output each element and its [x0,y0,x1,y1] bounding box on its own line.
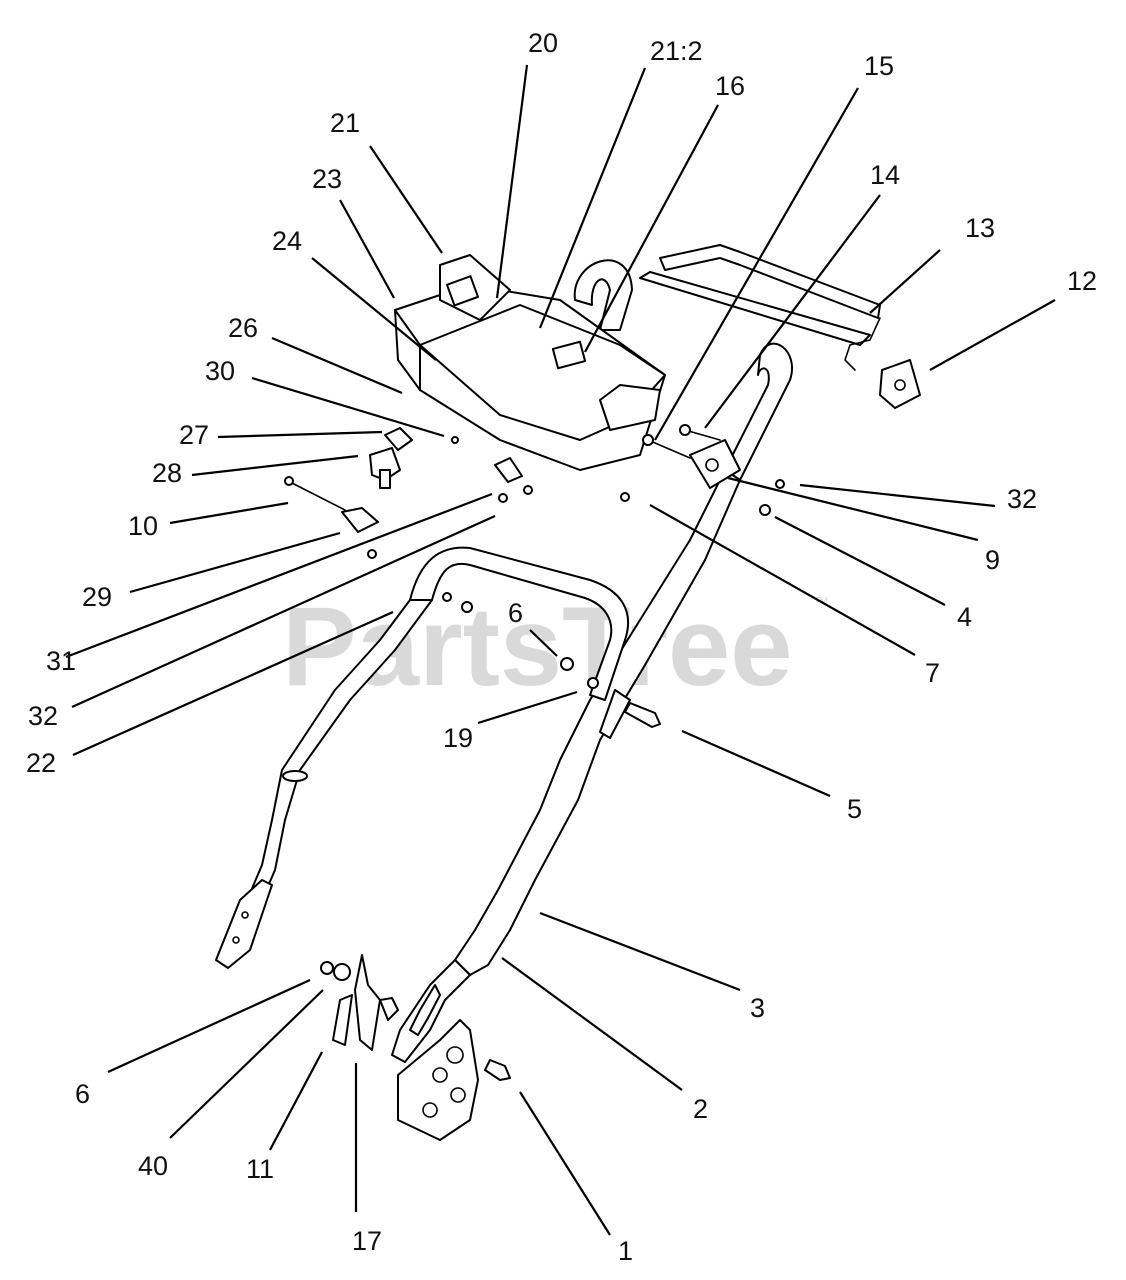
leader-lines [65,64,1056,1236]
callout-15: 15 [864,51,894,81]
handle-assembly-drawing [215,244,921,1141]
callout-27: 27 [179,420,209,450]
callout-6-lower: 6 [75,1079,90,1109]
callout-28: 28 [152,458,182,488]
callout-24: 24 [272,226,302,256]
callout-22: 22 [26,748,56,778]
callout-29: 29 [82,582,112,612]
callout-16: 16 [715,71,745,101]
callout-31: 31 [46,646,76,676]
callout-26: 26 [228,313,258,343]
callout-30: 30 [205,356,235,386]
callout-23: 23 [312,164,342,194]
watermark: PartsTree [282,584,793,709]
callout-5: 5 [847,794,862,824]
callout-4: 4 [957,602,972,632]
callout-11: 11 [246,1154,274,1184]
callout-20: 20 [528,28,558,58]
callout-13: 13 [965,213,995,243]
callout-32-right: 32 [1007,484,1037,514]
callout-32-left: 32 [28,701,58,731]
callout-7: 7 [925,658,940,688]
callout-17: 17 [352,1226,382,1256]
callout-2: 2 [693,1094,708,1124]
callout-21: 21 [330,108,360,138]
callout-14: 14 [870,160,900,190]
callout-10: 10 [128,511,158,541]
callout-3: 3 [750,993,765,1023]
callout-labels: 20 21:2 16 15 21 14 23 13 24 12 26 30 27… [26,28,1097,1266]
callout-21-2: 21:2 [650,36,703,66]
callout-9: 9 [985,545,1000,575]
callout-19: 19 [443,723,473,753]
callout-1: 1 [618,1236,633,1266]
callout-6-upper: 6 [508,598,523,628]
callout-12: 12 [1067,266,1097,296]
callout-40: 40 [138,1151,168,1181]
